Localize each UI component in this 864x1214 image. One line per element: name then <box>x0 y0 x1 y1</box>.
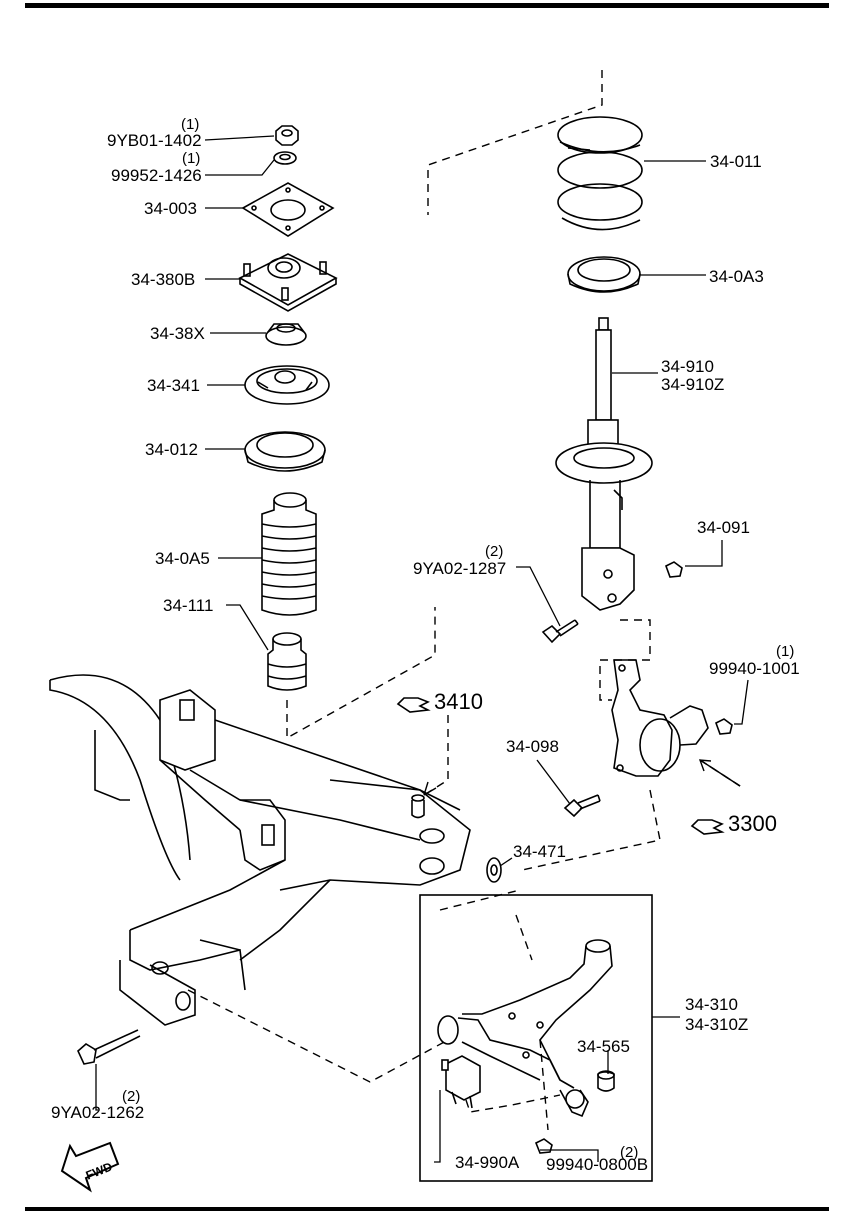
mount-code: 34-380B <box>131 270 195 289</box>
arm-bushing-code: 34-990A <box>455 1153 520 1172</box>
bushing-code: 34-471 <box>513 842 566 861</box>
bushing-part <box>486 857 502 883</box>
ball-joint-boot-code: 34-565 <box>577 1037 630 1056</box>
strut-bolt-code: 9YA02-1287 <box>413 559 506 578</box>
lower-arm-part <box>437 939 613 1118</box>
crossmember-ref: 3410 <box>434 689 483 714</box>
frame-bolt-qty: (2) <box>122 1088 140 1105</box>
hand-icon <box>690 819 725 835</box>
insulator-part <box>244 431 326 472</box>
crossmember-ref-arrowhead <box>423 781 437 796</box>
insulator-code: 34-012 <box>145 440 198 459</box>
boot-part <box>261 492 317 616</box>
strut-code-2: 34-910Z <box>661 375 724 394</box>
frame-bolt-code: 9YA02-1262 <box>51 1103 144 1122</box>
lower-seat-part <box>567 256 641 293</box>
seat-code: 34-341 <box>147 376 200 395</box>
strut-nut-part <box>665 561 683 578</box>
bearing-nut-part <box>265 323 307 346</box>
knuckle-bolt-part <box>563 794 601 818</box>
arm-bushing-part <box>441 1055 481 1109</box>
top-border <box>25 3 829 8</box>
leader-lines <box>95 135 749 1163</box>
arm-code-1: 34-310 <box>685 995 738 1014</box>
bump-stop-code: 34-111 <box>163 596 213 615</box>
spring-code: 34-011 <box>710 152 762 171</box>
bump-stop-part <box>267 632 307 691</box>
washer-qty: (1) <box>182 150 200 167</box>
strut-bolt-qty: (2) <box>485 543 503 560</box>
arm-code-2: 34-310Z <box>685 1015 748 1034</box>
washer-part <box>273 151 297 165</box>
lower-seat-code: 34-0A3 <box>709 267 764 286</box>
ball-joint-boot-part <box>597 1070 615 1092</box>
bottom-border <box>25 1207 829 1211</box>
plate-part <box>241 182 335 237</box>
knuckle-bolt-code: 34-098 <box>506 737 559 756</box>
arm-nut-part <box>534 1138 553 1154</box>
knuckle-nut-qty: (1) <box>776 643 794 660</box>
strut-code-1: 34-910 <box>661 357 714 376</box>
nut-code: 9YB01-1402 <box>107 131 202 150</box>
strut-bolt-part <box>541 619 579 644</box>
nut-qty: (1) <box>181 116 199 133</box>
frame-bolt-part <box>77 1029 141 1065</box>
knuckle-ref: 3300 <box>728 811 777 836</box>
strut-nut-code: 34-091 <box>697 518 750 537</box>
knuckle-nut-code: 99940-1001 <box>709 659 800 678</box>
strut-part <box>555 317 653 611</box>
boot-code: 34-0A5 <box>155 549 210 568</box>
arm-nut-qty: (2) <box>620 1144 638 1161</box>
knuckle-ref-arrowhead <box>698 759 741 787</box>
arm-box <box>419 894 653 1182</box>
seat-part <box>244 365 330 405</box>
washer-code: 99952-1426 <box>111 166 202 185</box>
arm-nut-code: 99940-0800B <box>546 1155 648 1174</box>
plate-code: 34-003 <box>144 199 197 218</box>
nut-part <box>275 125 299 146</box>
mount-part <box>238 253 338 312</box>
fwd-arrow <box>60 1141 120 1193</box>
knuckle-nut-part <box>715 718 733 735</box>
crossmember-part <box>49 674 471 1026</box>
dashed-lines <box>187 70 741 1131</box>
spring-part <box>557 116 643 231</box>
hand-icon <box>396 697 431 713</box>
bearing-nut-code: 34-38X <box>150 324 205 343</box>
knuckle-part <box>611 659 709 777</box>
